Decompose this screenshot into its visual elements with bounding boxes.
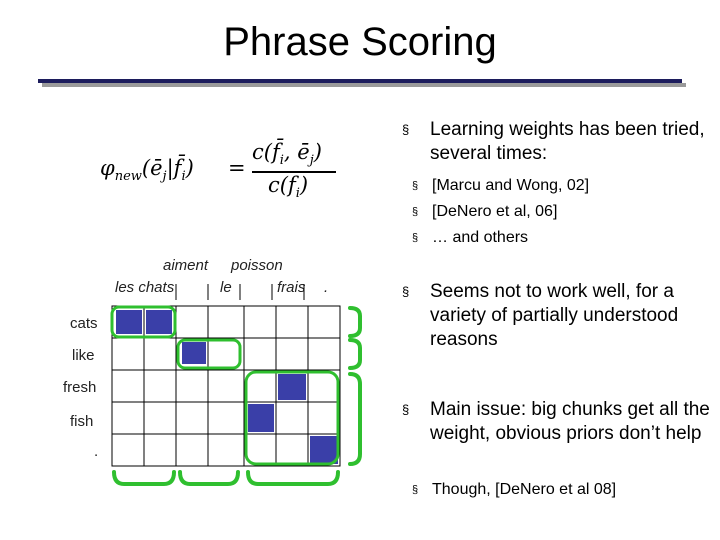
cell-like-aiment (182, 342, 206, 364)
bullet-marker: § (402, 402, 410, 417)
bracket-like (348, 338, 362, 370)
bracket-cats (348, 306, 362, 338)
bullet-2-text: Seems not to work well, for a variety of… (430, 281, 679, 350)
cell-fresh-frais (278, 374, 306, 400)
slide-title: Phrase Scoring (223, 20, 497, 64)
row-label-fish: fish (70, 413, 94, 430)
formula-denominator: c(f̄i) (268, 173, 309, 202)
phrase-score-formula: φnew(ēj|f̄i) = c(f̄i, ēj) c(f̄i) (100, 140, 350, 202)
target-phrase-brackets (348, 306, 362, 466)
phrase-highlights (110, 305, 340, 466)
alignment-fills (116, 310, 338, 464)
col-label-les-chats: les chats (115, 279, 175, 296)
sub-bullet-marker: § (412, 180, 419, 192)
source-phrase-brackets (112, 470, 340, 486)
col-label-frais: frais (277, 279, 306, 296)
title-rule (38, 79, 682, 83)
bullet-3-text: Main issue: big chunks get all the weigh… (430, 399, 710, 444)
row-label-period: . (94, 443, 99, 460)
bracket-aiment (178, 470, 240, 486)
sub-bullet-marker: § (412, 232, 419, 244)
bracket-fresh-fish (348, 372, 362, 466)
col-label-period: . (324, 279, 329, 296)
grid-tick-lines (175, 284, 305, 300)
formula-equals: = (228, 156, 246, 180)
cell-fish-poisson (248, 404, 274, 432)
bracket-les-chats (112, 470, 176, 486)
bullet-marker: § (402, 284, 410, 299)
bullet-marker: § (402, 122, 410, 137)
cell-cats-les (116, 310, 142, 334)
cell-cats-chats (146, 310, 172, 334)
phrase-box-fresh-fish (244, 370, 340, 466)
title-rule-shadow (42, 83, 686, 87)
sub-bullet-text: … and others (432, 229, 529, 246)
sub-bullet-text: [Marcu and Wong, 02] (432, 177, 590, 194)
col-label-aiment: aiment (163, 257, 209, 274)
sub-bullet-marker: § (412, 484, 419, 496)
bracket-poisson-frais (246, 470, 340, 486)
sub-bullet-text: Though, [DeNero et al 08] (432, 481, 617, 498)
bullet-1-text: Learning weights has been tried, several… (430, 119, 705, 164)
col-label-poisson: poisson (231, 257, 283, 274)
sub-bullet-text: [DeNero et al, 06] (432, 203, 558, 220)
cell-period-period (310, 436, 338, 464)
formula-numerator: c(f̄i, ēj) (252, 140, 322, 169)
phrase-box-like (176, 338, 242, 370)
phrase-box-cats (110, 305, 177, 339)
row-label-fresh: fresh (63, 379, 97, 396)
col-label-le: le (220, 279, 232, 296)
row-label-like: like (72, 347, 95, 364)
formula-fraction-bar (252, 171, 336, 173)
sub-bullet-marker: § (412, 206, 419, 218)
row-label-cats: cats (70, 315, 98, 332)
formula-lhs: φnew(ēj|f̄i) (100, 156, 194, 185)
